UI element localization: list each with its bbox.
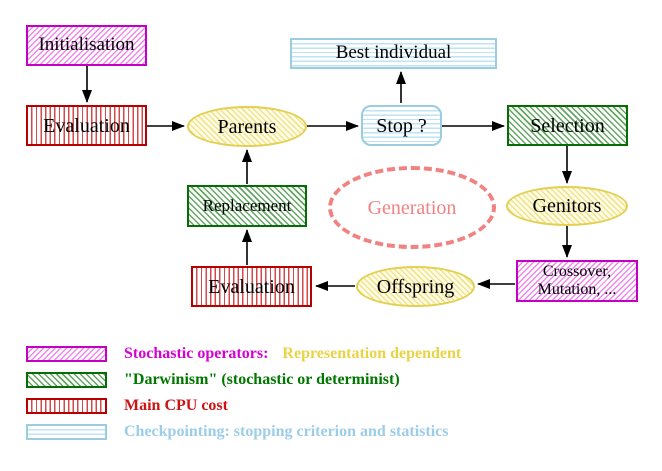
node-evaluation-bottom-label: Evaluation bbox=[208, 275, 295, 298]
node-selection: Selection bbox=[507, 105, 628, 146]
node-stop-label: Stop ? bbox=[376, 114, 427, 137]
legend-label-checkpointing: Checkpointing: stopping criterion and st… bbox=[124, 423, 449, 440]
node-offspring-label: Offspring bbox=[376, 275, 455, 298]
node-evaluation-top: Evaluation bbox=[26, 105, 147, 146]
legend-swatch-green-hatch bbox=[26, 372, 107, 388]
node-parents: Parents bbox=[187, 106, 307, 147]
generation-loop-ellipse: Generation bbox=[328, 166, 496, 249]
node-crossover-mutation: Crossover, Mutation, ... bbox=[516, 260, 638, 302]
node-replacement-label: Replacement bbox=[202, 195, 292, 215]
legend-swatch-cyan-horizontal bbox=[26, 424, 107, 440]
node-stop: Stop ? bbox=[361, 105, 442, 146]
node-genitors-label: Genitors bbox=[532, 195, 602, 217]
node-evaluation-top-label: Evaluation bbox=[43, 114, 130, 137]
node-initialisation: Initialisation bbox=[26, 25, 147, 66]
legend-label-main-cpu-cost: Main CPU cost bbox=[124, 397, 228, 414]
node-selection-label: Selection bbox=[530, 114, 605, 137]
node-parents-label: Parents bbox=[217, 115, 277, 138]
node-initialisation-label: Initialisation bbox=[38, 34, 135, 56]
node-best-individual: Best individual bbox=[290, 38, 497, 69]
generation-label: Generation bbox=[367, 196, 457, 219]
legend-swatch-magenta-hatch bbox=[26, 346, 107, 362]
node-offspring: Offspring bbox=[356, 266, 475, 307]
node-replacement: Replacement bbox=[187, 185, 307, 227]
node-crossover-label-line1: Crossover, bbox=[542, 263, 612, 281]
legend-swatch-red-vertical bbox=[26, 398, 107, 414]
node-crossover-label-line2: Mutation, ... bbox=[537, 281, 617, 298]
legend-label-stochastic-operators: Stochastic operators: bbox=[124, 345, 269, 362]
legend-label-representation-dependent: Representation dependent bbox=[282, 345, 462, 362]
node-evaluation-bottom: Evaluation bbox=[191, 266, 312, 307]
node-genitors: Genitors bbox=[506, 186, 628, 226]
legend-label-darwinism: "Darwinism" (stochastic or determinist) bbox=[124, 371, 400, 388]
node-best-individual-label: Best individual bbox=[335, 42, 452, 64]
